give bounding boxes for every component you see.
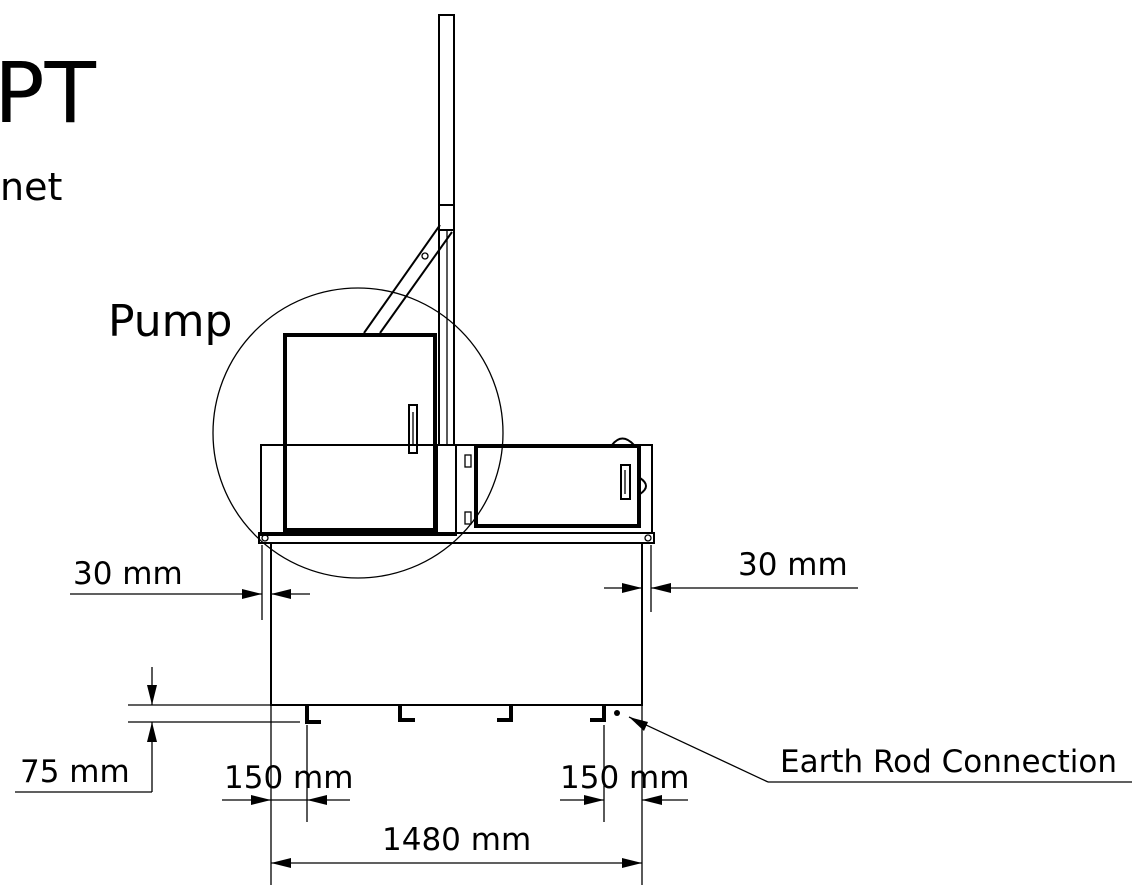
dim-left-offset: 30 mm [70, 545, 310, 620]
dim-left-offset-label: 30 mm [73, 556, 183, 592]
dim-height: 75 mm [15, 667, 300, 793]
dim-right-offset: 30 mm [604, 545, 858, 612]
dim-width: 1480 mm [270, 705, 643, 885]
dim-height-label: 75 mm [20, 754, 130, 790]
pump-label: Pump [108, 296, 232, 347]
dim-right-foot-label: 150 mm [560, 760, 689, 796]
control-cabinet [436, 437, 653, 534]
dim-right-foot: 150 mm [560, 725, 689, 822]
earth-rod-label: Earth Rod Connection [780, 744, 1117, 780]
title-fragment: PT [0, 44, 97, 142]
mast [363, 14, 455, 445]
subtitle-fragment: net [0, 165, 62, 209]
pump-cabinet [260, 333, 457, 536]
feet [305, 705, 620, 724]
frame [270, 542, 643, 706]
earth-rod-callout: Earth Rod Connection [628, 716, 1132, 783]
pump-detail-circle [212, 287, 504, 579]
dim-right-offset-label: 30 mm [738, 547, 848, 583]
dim-left-foot-label: 150 mm [224, 760, 353, 796]
dim-left-foot: 150 mm [222, 725, 353, 822]
dim-width-label: 1480 mm [382, 822, 531, 858]
